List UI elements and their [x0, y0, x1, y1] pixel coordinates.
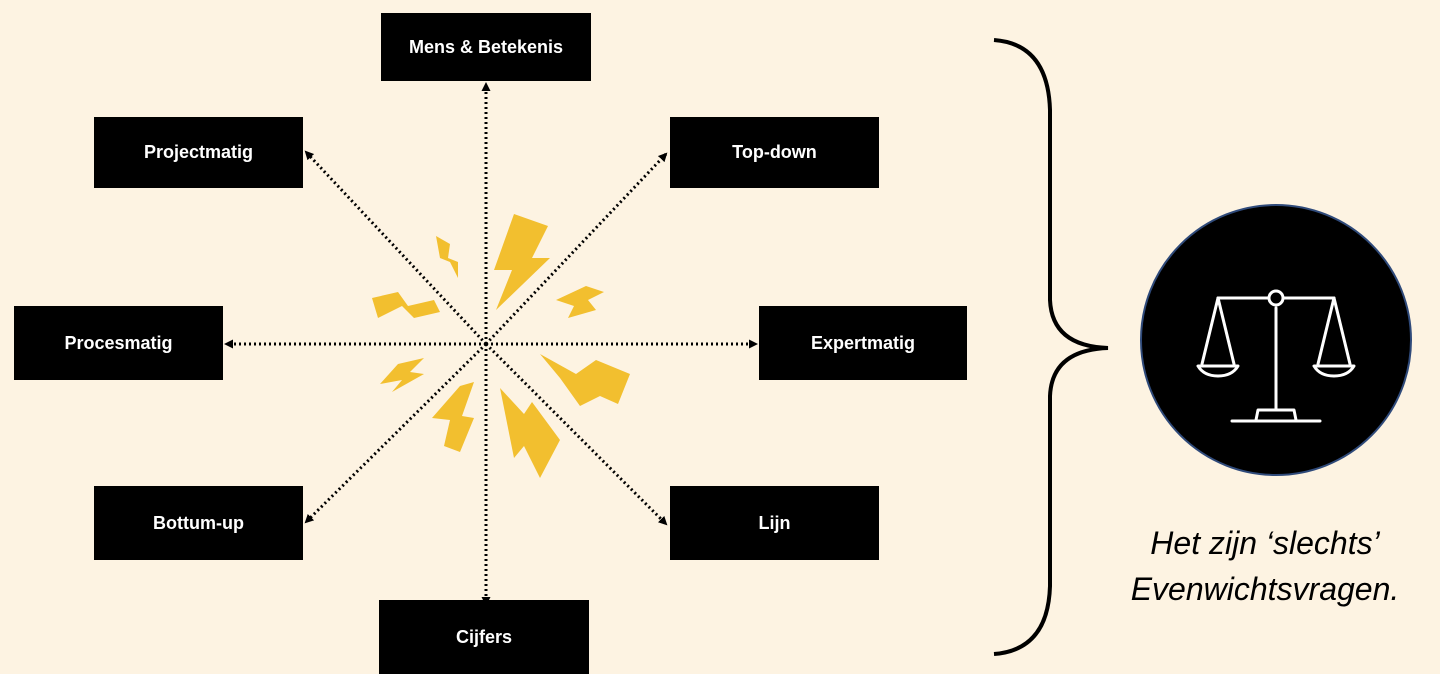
node-cijfers: Cijfers [379, 600, 589, 674]
caption-line-1: Het zijn ‘slechts’ [1150, 525, 1380, 561]
lightning-bolt [372, 292, 440, 318]
node-expertmatig: Expertmatig [759, 306, 967, 380]
node-mens-betekenis: Mens & Betekenis [381, 13, 591, 81]
caption-line-2: Evenwichtsvragen. [1130, 571, 1400, 607]
node-lijn: Lijn [670, 486, 879, 560]
arrow-to-bottom-left [304, 342, 488, 524]
curly-brace [993, 38, 1109, 656]
lightning-bolt [436, 236, 458, 278]
lightning-bolts-icon [372, 214, 630, 478]
node-procesmatig: Procesmatig [14, 306, 223, 380]
arrow-to-top-right [484, 152, 668, 346]
lightning-bolt [540, 354, 630, 406]
arrow-to-top-left [304, 150, 488, 346]
lightning-bolt [432, 382, 474, 452]
balance-scale-icon [1140, 204, 1412, 476]
lightning-bolt [500, 388, 560, 478]
caption: Het zijn ‘slechts’ Evenwichtsvragen. [1090, 520, 1440, 612]
lightning-bolt [556, 286, 604, 318]
lightning-bolt [380, 358, 424, 392]
node-top-down: Top-down [670, 117, 879, 188]
node-projectmatig: Projectmatig [94, 117, 303, 188]
node-bottum-up: Bottum-up [94, 486, 303, 560]
lightning-bolt [494, 214, 550, 310]
